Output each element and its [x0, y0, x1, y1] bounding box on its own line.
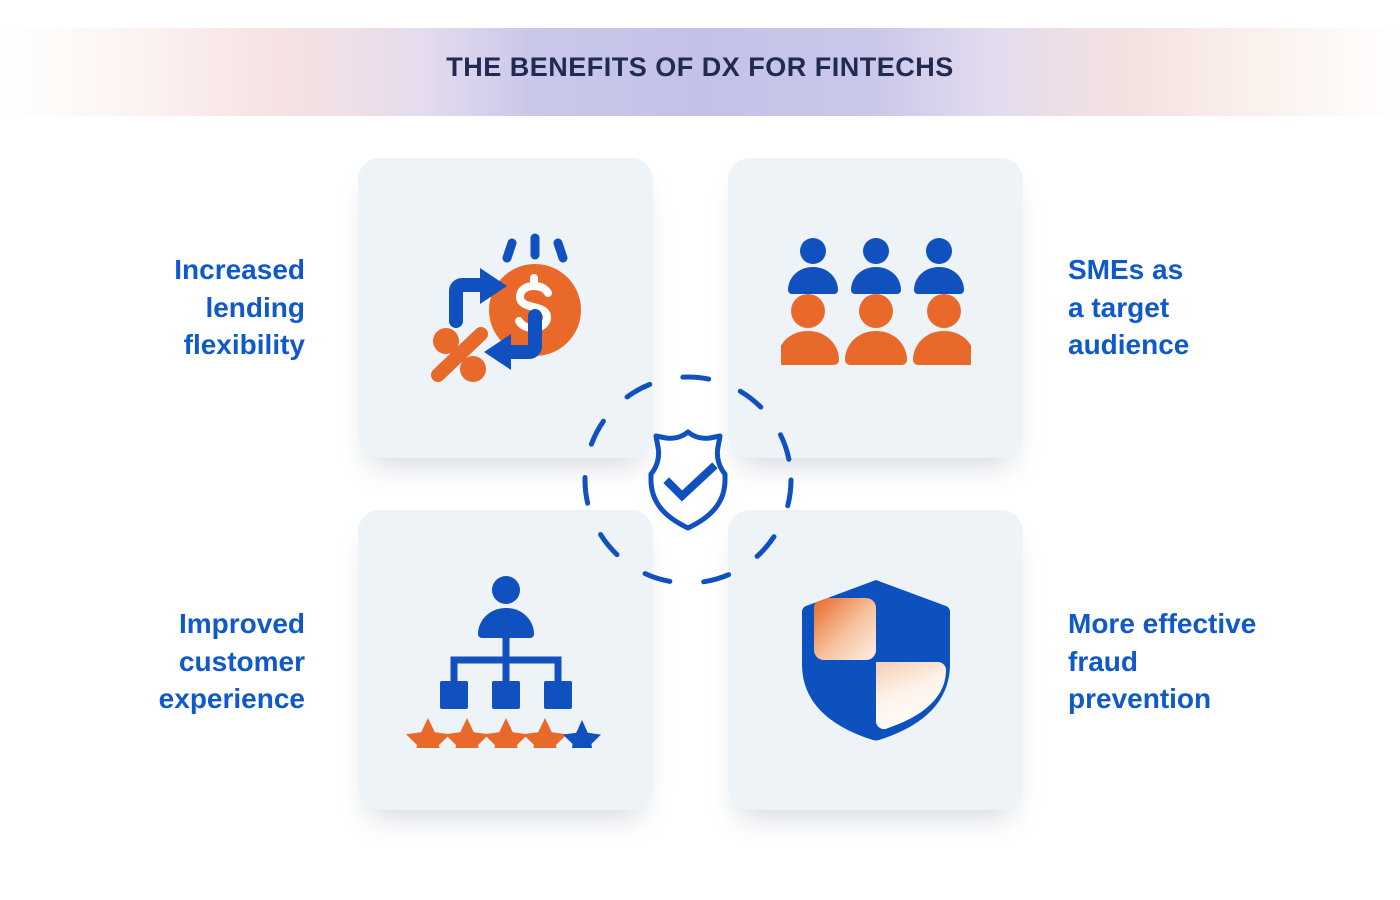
customer-rating-icon	[405, 575, 601, 748]
star-icon	[444, 717, 489, 748]
people-group-icon	[780, 238, 971, 365]
percent-glyph	[430, 327, 488, 382]
benefit-card-more-effective-fraud-prevention	[728, 510, 1023, 810]
benefit-card-improved-customer-experience	[358, 510, 653, 810]
star-icon	[483, 717, 528, 748]
star-rating	[405, 717, 601, 748]
benefit-label-increased-lending-flexibility: Increased lending flexibility	[174, 254, 305, 361]
shield-quadrant-bottom-right	[875, 661, 946, 729]
benefit-label-improved-customer-experience: Improved customer experience	[158, 608, 305, 715]
money-exchange-percent-icon	[430, 233, 581, 382]
star-icon	[405, 717, 450, 748]
org-tree-connectors	[450, 634, 561, 684]
shield-quadrant-icon	[801, 579, 950, 740]
people-row-blue	[787, 238, 964, 294]
benefit-card-smes-as-a-target-audience	[728, 158, 1023, 458]
benefit-label-smes-as-a-target-audience: SMEs as a target audience	[1068, 254, 1190, 361]
people-row-orange	[780, 294, 971, 365]
person-node-icon	[477, 575, 534, 638]
benefit-label-more-effective-fraud-prevention: More effective fraud prevention	[1068, 608, 1257, 715]
star-icon	[522, 717, 567, 748]
shield-check-icon	[648, 429, 728, 531]
header-gradient-band	[0, 28, 1400, 116]
shield-quadrant-top-left	[813, 597, 876, 660]
page-title: THE BENEFITS OF DX FOR FINTECHS	[446, 52, 954, 82]
org-tree-nodes	[439, 680, 572, 709]
benefit-card-increased-lending-flexibility	[358, 158, 653, 458]
star-icon	[562, 719, 601, 748]
